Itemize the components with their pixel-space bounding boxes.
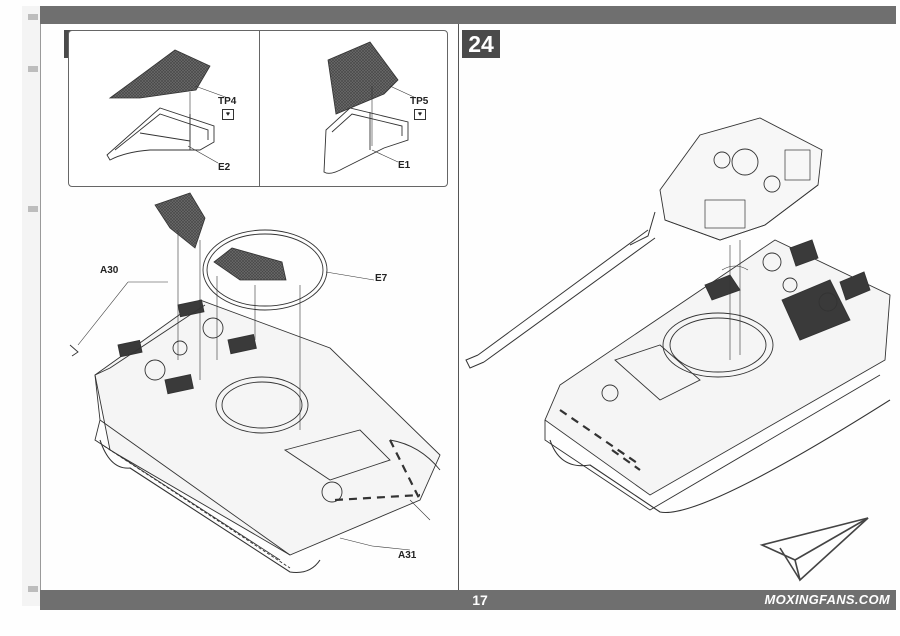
step23-leaders: [77, 230, 431, 551]
part-label-e1: E1: [398, 160, 411, 171]
page-number: 17: [472, 592, 488, 608]
hull-step23: [69, 299, 441, 574]
e1-frame: [323, 107, 409, 174]
binding-notch: [28, 14, 38, 20]
part-label-tp5: TP5: [410, 96, 429, 107]
part-label-tp4: TP4: [218, 96, 237, 107]
mesh-grille-large: [154, 192, 287, 281]
step-23-subassembly-box: [68, 30, 448, 187]
e2-frame: [106, 107, 215, 161]
part-label-a30: A30: [100, 265, 119, 276]
part-label-e2: E2: [218, 162, 231, 173]
tp4-heart-icon: ♥: [222, 109, 234, 120]
step-divider: [458, 24, 459, 590]
binding-notch: [28, 66, 38, 72]
binding-notch: [28, 206, 38, 212]
leader-lines: [187, 85, 229, 164]
part-label-e7: E7: [375, 273, 388, 284]
tp5-heart-icon: ♥: [414, 109, 426, 120]
main-gun-barrel: [465, 229, 656, 369]
tp5-mesh-screen: [327, 41, 399, 115]
bottom-bar: [40, 590, 896, 610]
subbox-divider: [259, 31, 260, 186]
part-label-a31: A31: [398, 550, 417, 561]
top-bar: [40, 6, 896, 24]
brand-watermark: MOXINGFANS.COM: [764, 592, 890, 607]
step-24-number: 24: [462, 30, 500, 58]
paper-plane-logo: [759, 517, 869, 582]
turret-step24: [629, 117, 823, 246]
step24-leaders: [721, 240, 749, 360]
frame-line: [40, 24, 41, 590]
binding-notch: [28, 586, 38, 592]
tp4-mesh-screen: [108, 49, 211, 99]
hull-step24: [544, 239, 891, 514]
e7-turret-ring: [202, 229, 328, 311]
